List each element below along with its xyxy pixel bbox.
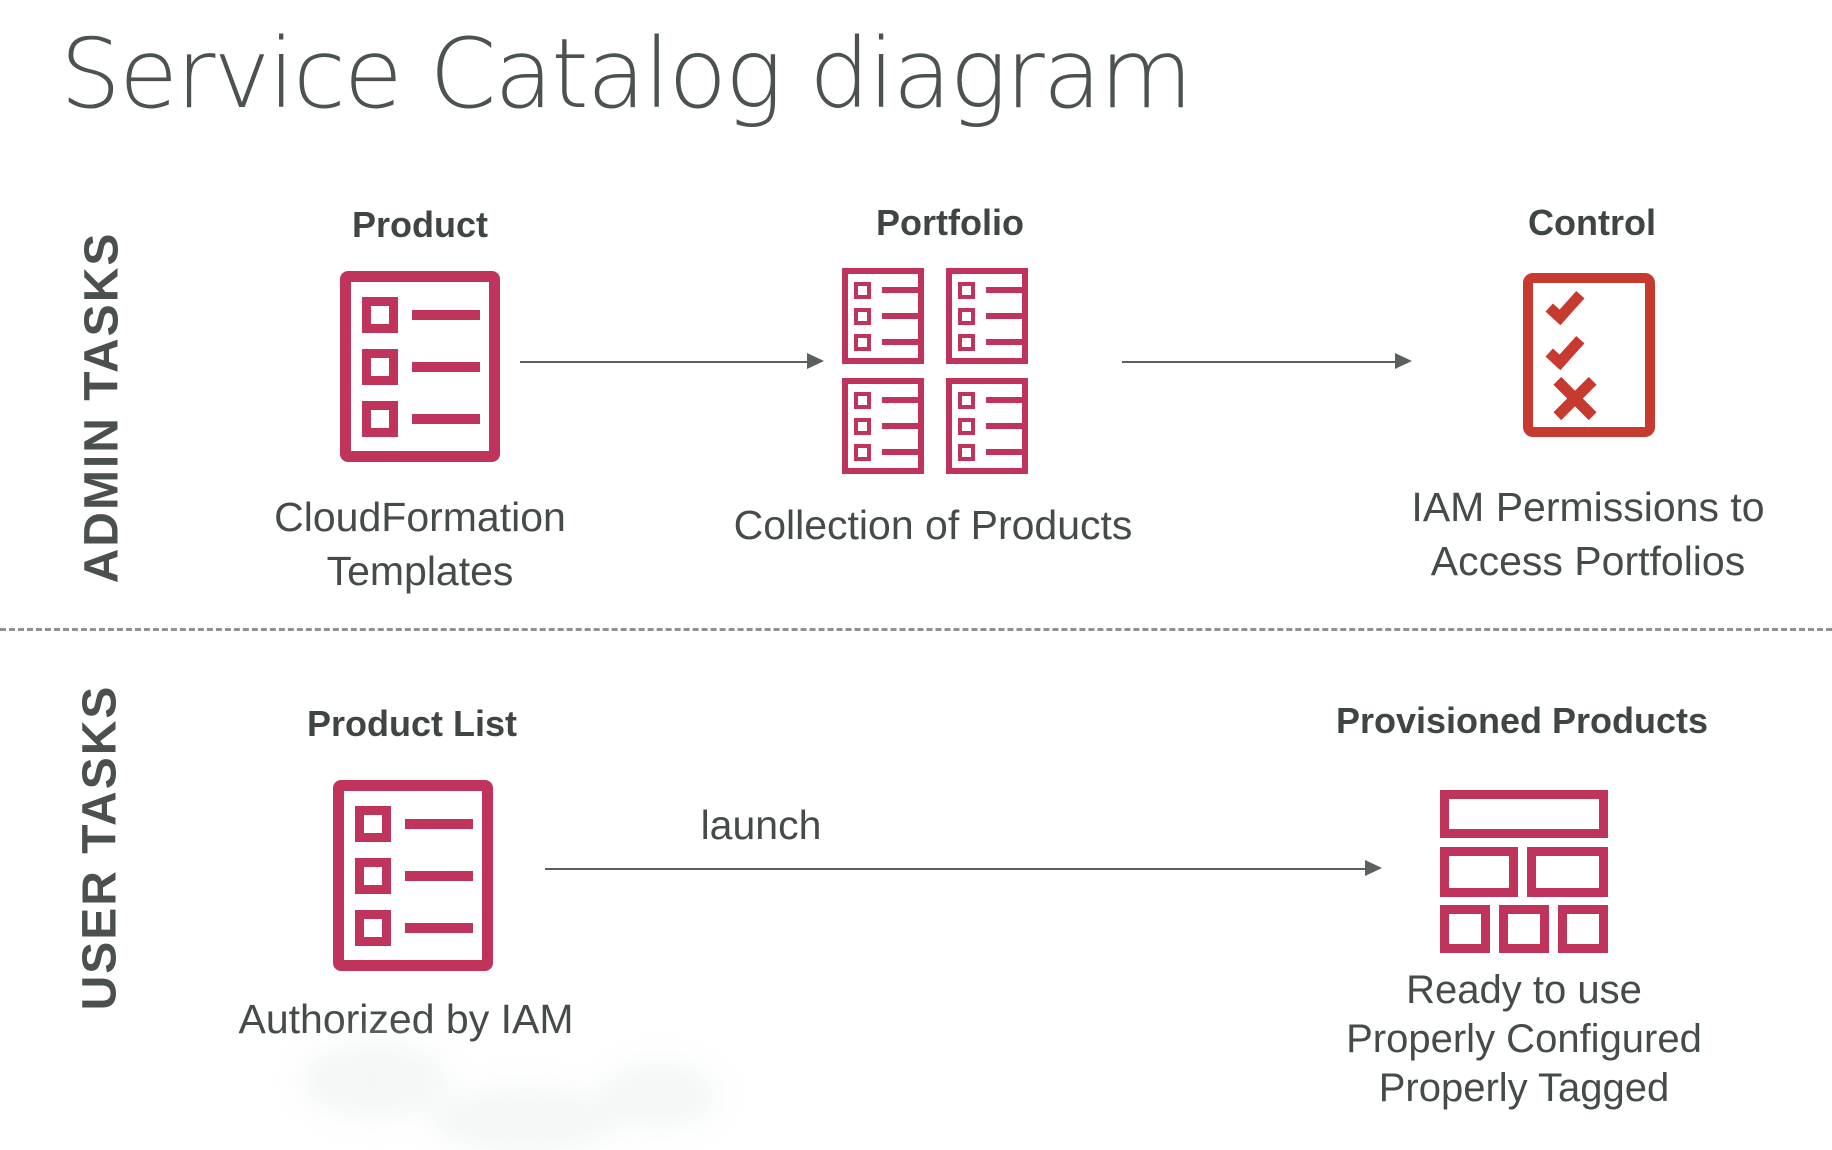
checkbox-square-icon — [355, 909, 391, 946]
list-row — [355, 909, 482, 946]
portfolio-mini-document-icon — [946, 378, 1028, 474]
checkbox-square-icon — [362, 296, 398, 333]
arrow-product-to-portfolio-icon — [520, 353, 824, 369]
checkbox-square-icon — [362, 400, 398, 437]
product-caption-line1: CloudFormation — [274, 494, 566, 540]
provisioned-products-icon — [1440, 790, 1608, 953]
check-icon — [1545, 329, 1585, 371]
list-row — [362, 296, 489, 333]
provisioned-products-heading: Provisioned Products — [1335, 700, 1709, 741]
page-title: Service Catalog diagram — [60, 18, 1193, 130]
product-list-icon — [333, 780, 493, 971]
checkbox-square-icon — [355, 805, 391, 842]
control-caption-line2: Access Portfolios — [1430, 538, 1746, 584]
product-caption-line2: Templates — [326, 548, 514, 594]
brick-rect-icon — [1440, 790, 1608, 838]
product-caption: CloudFormation Templates — [250, 490, 590, 598]
dashed-divider — [0, 628, 1832, 631]
check-icon — [1545, 284, 1585, 326]
portfolio-mini-document-icon — [842, 378, 924, 474]
list-line-icon — [405, 922, 473, 933]
list-row — [355, 805, 482, 842]
watermark-smudge — [600, 1060, 720, 1130]
list-line-icon — [412, 309, 480, 320]
control-caption-line1: IAM Permissions to — [1411, 484, 1765, 530]
portfolio-caption: Collection of Products — [733, 502, 1133, 548]
provisioned-products-caption: Ready to use Properly Configured Properl… — [1344, 966, 1704, 1113]
brick-rect-icon — [1558, 905, 1608, 953]
control-caption: IAM Permissions to Access Portfolios — [1408, 480, 1768, 588]
list-row — [362, 348, 489, 385]
portfolio-mini-document-icon — [946, 268, 1028, 364]
brick-rect-icon — [1440, 905, 1490, 953]
brick-rect-icon — [1527, 847, 1608, 897]
watermark-smudge — [300, 1040, 450, 1120]
control-heading: Control — [1528, 202, 1656, 243]
portfolio-mini-document-icon — [842, 268, 924, 364]
portfolio-heading: Portfolio — [876, 202, 1024, 243]
provisioned-caption-line3: Properly Tagged — [1378, 1066, 1670, 1110]
arrow-launch-icon — [545, 860, 1382, 876]
product-heading: Product — [351, 204, 488, 245]
list-line-icon — [412, 361, 480, 372]
list-line-icon — [405, 870, 473, 881]
product-list-heading: Product List — [306, 703, 517, 744]
list-row — [362, 400, 489, 437]
control-icon — [1523, 273, 1655, 437]
provisioned-caption-line1: Ready to use — [1406, 968, 1642, 1012]
admin-tasks-row-label: ADMIN TASKS — [72, 205, 132, 610]
product-icon — [340, 271, 500, 462]
admin-tasks-label-text: ADMIN TASKS — [75, 231, 129, 584]
brick-rect-icon — [1440, 847, 1518, 897]
provisioned-caption-line2: Properly Configured — [1346, 1017, 1702, 1061]
list-line-icon — [405, 818, 473, 829]
user-tasks-label-text: USER TASKS — [73, 684, 127, 1010]
x-icon — [1553, 376, 1597, 421]
brick-rect-icon — [1499, 905, 1549, 953]
product-list-caption: Authorized by IAM — [238, 996, 574, 1042]
list-row — [355, 857, 482, 894]
checkbox-square-icon — [362, 348, 398, 385]
launch-label: launch — [700, 802, 822, 848]
portfolio-icon — [842, 268, 1028, 474]
arrow-portfolio-to-control-icon — [1122, 353, 1412, 369]
checkbox-square-icon — [355, 857, 391, 894]
list-line-icon — [412, 413, 480, 424]
watermark-smudge — [430, 1085, 620, 1150]
user-tasks-row-label: USER TASKS — [70, 684, 130, 1010]
